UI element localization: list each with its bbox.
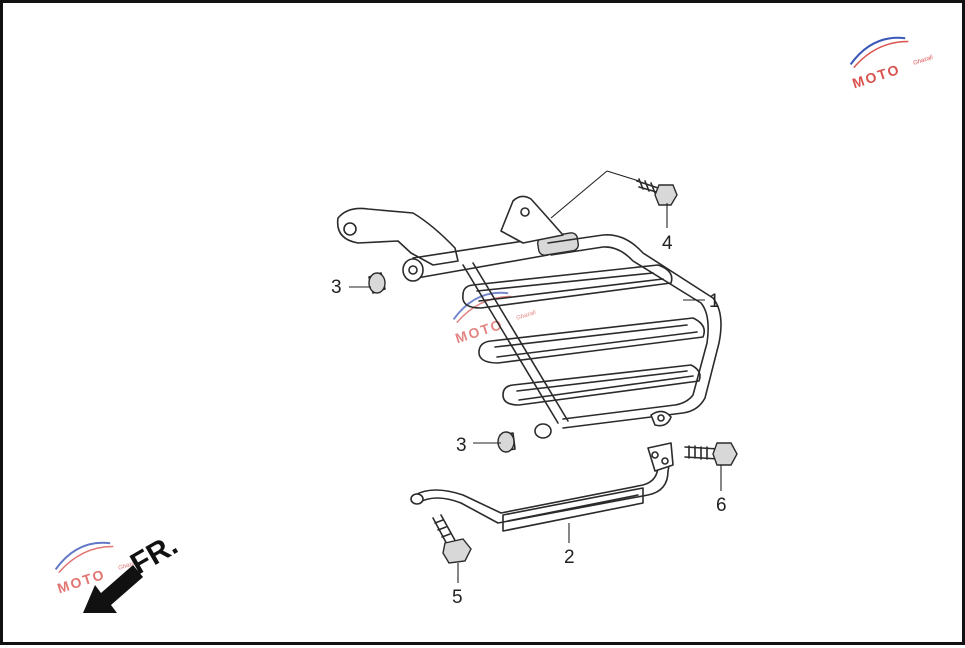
parts-diagram: MOTO Ghazali MOTO Ghazali MOTO Ghazali [54, 36, 935, 613]
callout-4: 4 [662, 233, 673, 254]
callout-3-upper: 3 [331, 277, 342, 298]
leader-4b [606, 170, 640, 182]
bar-mount-plate [647, 442, 674, 472]
callout-2: 2 [564, 547, 575, 568]
watermark-text: MOTO [850, 61, 902, 92]
lower-support-bar [410, 442, 674, 532]
rack-left-bracket [336, 207, 459, 266]
rear-carrier-rack [336, 195, 722, 439]
rubber-cap-lower [497, 431, 516, 453]
callout-5: 5 [452, 587, 463, 608]
leader-4a [550, 170, 608, 219]
callout-6: 6 [716, 495, 727, 516]
rubber-cap-upper [368, 272, 386, 294]
callout-3-lower: 3 [456, 435, 467, 456]
watermark-text: MOTO [453, 316, 505, 347]
bolt-right [684, 442, 738, 466]
bolt-lower-left [432, 514, 472, 564]
watermark-logo-top: MOTO Ghazali [849, 36, 935, 92]
callout-1: 1 [709, 291, 720, 312]
rack-right-bracket [500, 195, 564, 244]
bracket-hole-icon [343, 222, 357, 236]
leader-lines [349, 170, 722, 583]
bolt-upper [636, 178, 678, 206]
watermark-subtext: Ghazali [913, 55, 935, 67]
watermark-subtext: Ghazali [516, 310, 538, 322]
front-arrow-icon [83, 565, 143, 613]
